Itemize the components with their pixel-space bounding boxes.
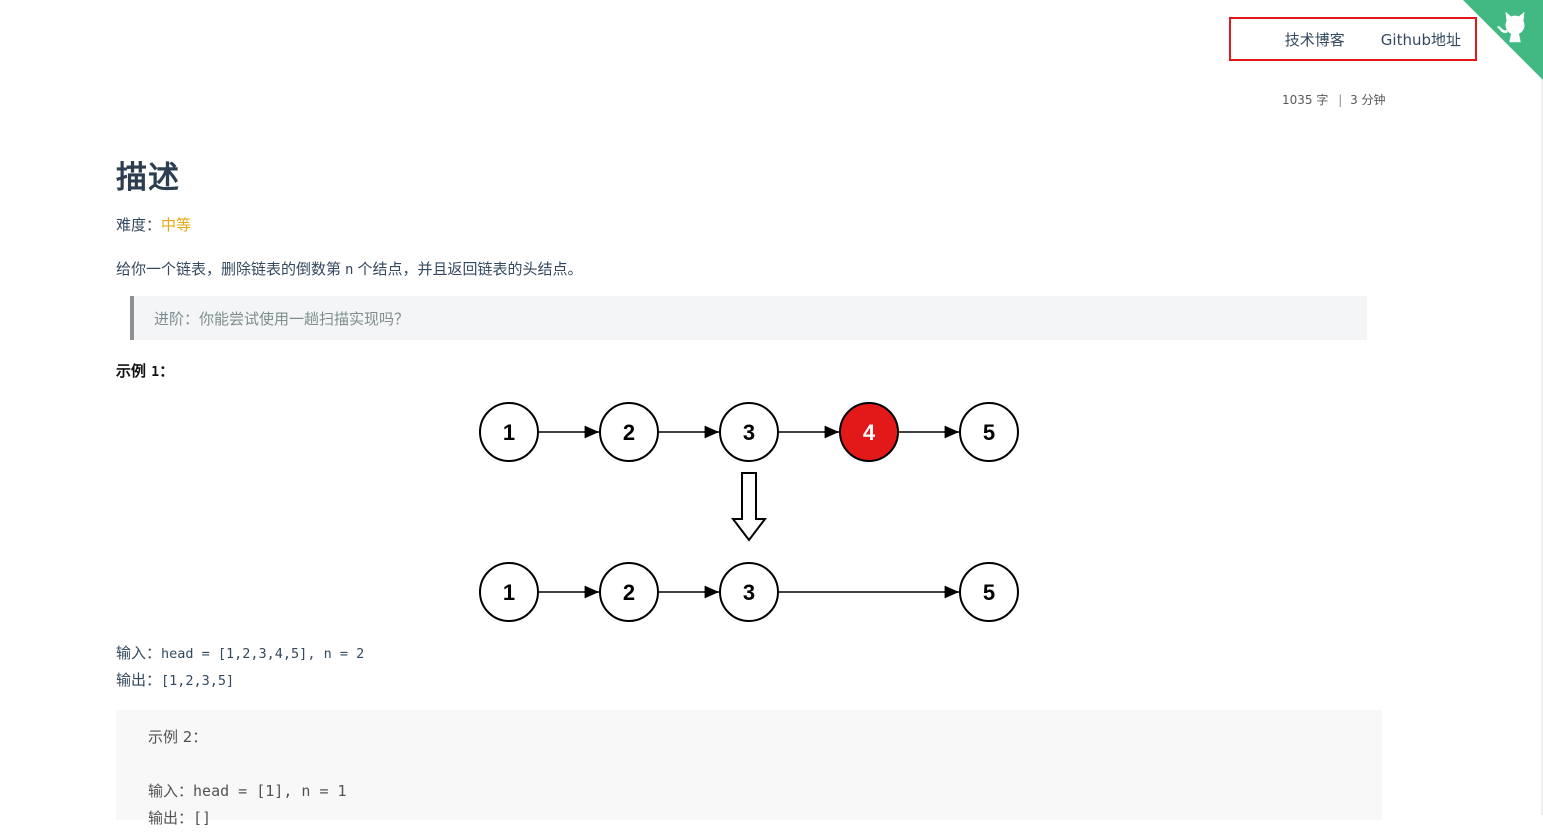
top-node-5-label: 5 bbox=[983, 420, 995, 445]
example1-heading: 示例 1： bbox=[116, 360, 174, 381]
example2-output: 输出：[] bbox=[148, 805, 1350, 832]
top-node-2-label: 2 bbox=[623, 420, 635, 445]
nav-link-tech-blog[interactable]: 技术博客 bbox=[1284, 30, 1345, 49]
example2-input: 输入：head = [1], n = 1 bbox=[148, 778, 1350, 805]
advanced-tip-quote: 进阶：你能尝试使用一趟扫描实现吗？ bbox=[130, 296, 1367, 340]
ex1-input-label: 输入： bbox=[116, 644, 162, 662]
example2-code-block: 示例 2： 输入：head = [1], n = 1 输出：[] bbox=[116, 710, 1382, 827]
linked-list-diagram: 1 2 3 4 5 1 2 3 5 bbox=[479, 402, 1019, 622]
github-corner-icon[interactable] bbox=[1463, 0, 1543, 80]
top-node-3-label: 3 bbox=[743, 420, 755, 445]
bottom-node-4-label: 5 bbox=[983, 580, 995, 605]
top-node-4-label: 4 bbox=[863, 420, 876, 445]
example1-number: 1 bbox=[151, 365, 160, 380]
page-scrollbar[interactable] bbox=[1541, 0, 1543, 815]
nav-link-github[interactable]: Github地址 bbox=[1380, 30, 1461, 49]
bottom-node-1-label: 1 bbox=[503, 580, 515, 605]
ex1-output-label: 输出： bbox=[116, 671, 162, 689]
top-node-1-label: 1 bbox=[503, 420, 515, 445]
example1-input: 输入：head = [1,2,3,4,5], n = 2 bbox=[116, 642, 364, 663]
word-count: 1035 字 bbox=[1282, 93, 1329, 107]
meta-separator: | bbox=[1338, 93, 1343, 107]
ex2-output-value: [] bbox=[193, 809, 212, 827]
ex1-output-value: [1,2,3,5] bbox=[161, 673, 235, 689]
ex2-output-label: 输出： bbox=[148, 809, 194, 827]
section-title: 描述 bbox=[116, 160, 180, 196]
difficulty-line: 难度：中等 bbox=[116, 214, 191, 235]
example1-output: 输出：[1,2,3,5] bbox=[116, 669, 234, 690]
top-navigation: 技术博客 Github地址 bbox=[1229, 17, 1477, 61]
difficulty-value: 中等 bbox=[161, 216, 192, 234]
bottom-node-3-label: 3 bbox=[743, 580, 755, 605]
read-time: 3 分钟 bbox=[1350, 93, 1386, 107]
ex1-input-value: head = [1,2,3,4,5], n = 2 bbox=[161, 646, 365, 662]
top-node-5-circle bbox=[959, 402, 1019, 462]
example1-colon: ： bbox=[159, 362, 175, 380]
desc-var: n bbox=[345, 262, 354, 278]
bottom-node-4-circle bbox=[959, 562, 1019, 622]
ex2-input-value: head = [1], n = 1 bbox=[193, 782, 347, 800]
advanced-tip-text: 进阶：你能尝试使用一趟扫描实现吗？ bbox=[154, 309, 410, 328]
example1-label: 示例 bbox=[116, 362, 147, 380]
down-arrow-icon bbox=[730, 472, 768, 542]
desc-after: 个结点，并且返回链表的头结点。 bbox=[357, 260, 583, 278]
desc-before: 给你一个链表，删除链表的倒数第 bbox=[116, 260, 342, 278]
bottom-node-2-label: 2 bbox=[623, 580, 635, 605]
article-meta: 1035 字 | 3 分钟 bbox=[1282, 91, 1386, 108]
ex2-input-label: 输入： bbox=[148, 782, 194, 800]
example2-label: 示例 2： bbox=[148, 728, 208, 746]
difficulty-label: 难度： bbox=[116, 216, 162, 234]
